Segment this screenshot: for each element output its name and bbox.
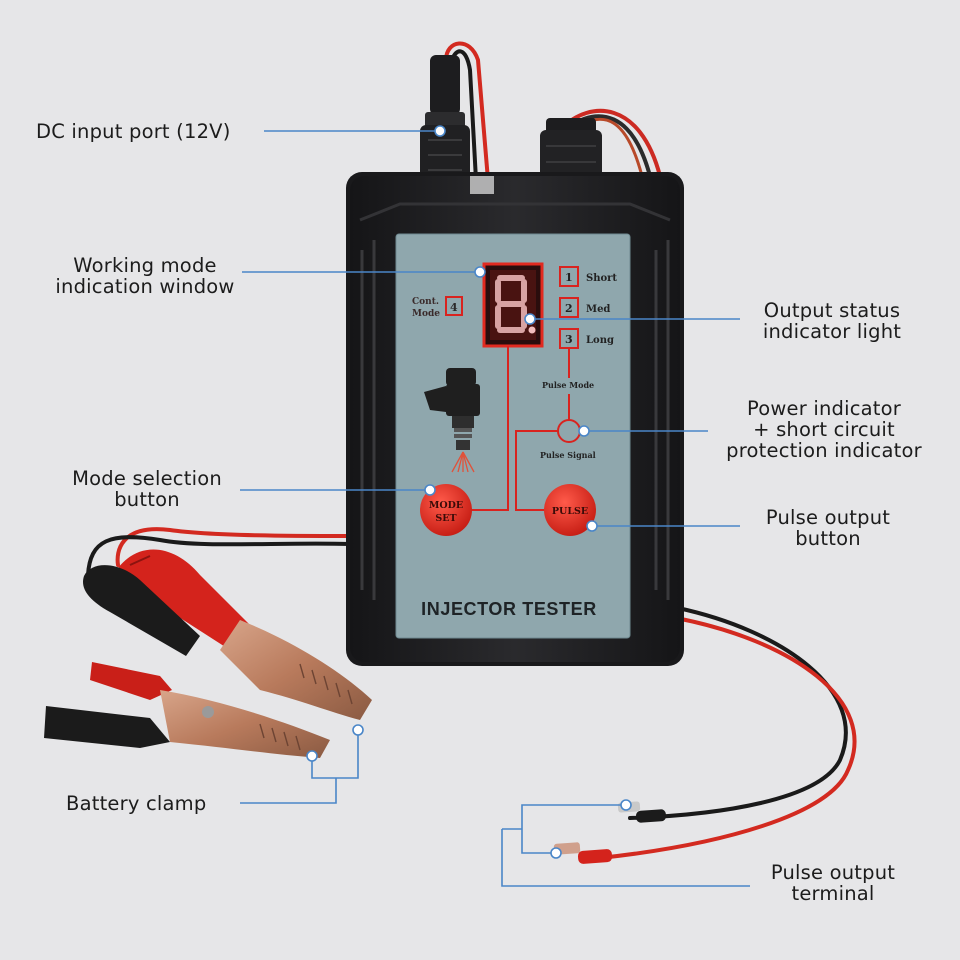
working-mode-display [482,262,544,348]
callout-text: Mode selection [72,467,222,490]
output-status-light-label: Output status indicator light [742,300,922,342]
callout-text: button [795,527,861,550]
battery-clamp-wires [86,527,352,577]
battery-clamp-label: Battery clamp [66,793,206,814]
front-panel [395,233,631,639]
injector-icon [424,368,480,473]
mode-label: Short [586,273,617,284]
seven-segment-digit [495,275,527,333]
spray-icon [451,451,475,473]
callout-lines [240,130,750,887]
pulse-button[interactable]: PULSE [544,484,596,536]
pulse-output-button-label: Pulse output button [740,507,916,549]
mode-set-button-label-line1: MODE [429,500,463,511]
power-indicator-label: Power indicator + short circuit protecti… [706,398,942,461]
dc-input-port-label: DC input port (12V) [36,121,231,142]
decimal-point [528,326,536,334]
pulse-button-label: PULSE [552,506,588,517]
working-mode-window-label: Working mode indication window [40,255,250,297]
brand-label: INJECTOR TESTER [421,599,597,619]
cont-mode-label-line1: Cont. [412,297,439,307]
mode-med: 2 Med [559,297,610,318]
callout-dots [306,125,632,859]
callout-text: DC input port (12V) [36,120,231,143]
callout-text: button [114,488,180,511]
callout-text: Pulse output [765,506,891,529]
mode-set-button[interactable]: MODE SET [420,484,472,536]
pulse-mode-label: Pulse Mode [542,380,594,390]
callout-text: Battery clamp [66,792,207,815]
pulse-signal-label: Pulse Signal [540,450,596,460]
callout-text: indicator light [762,320,902,343]
mode-set-button-label-line2: SET [435,513,456,524]
mode-label: Med [586,304,610,315]
mode-label: Long [586,335,614,346]
mode-number: 1 [565,271,573,284]
callout-text: protection indicator [726,439,922,462]
mode-number: 3 [565,333,573,346]
mode-selection-button-label: Mode selection button [52,468,242,510]
cont-mode-number: 4 [450,301,458,314]
cont-mode-label-line2: Mode [412,309,440,319]
dc-input-jack[interactable] [420,55,470,187]
callout-text: Working mode [73,254,217,277]
pulse-output-terminal-label: Pulse output terminal [752,862,914,904]
mode-short: 1 Short [559,266,617,287]
callout-text: Output status [763,299,901,322]
callout-text: + short circuit [753,418,895,441]
cont-mode-indicator: Cont. Mode 4 [412,296,463,319]
callout-text: Pulse output [770,861,896,884]
callout-text: indication window [55,275,235,298]
pulse-mode-list: 1 Short 2 Med 3 Long Pulse Mode [542,266,617,420]
pulse-output-wires [598,606,857,860]
mode-number: 2 [565,302,573,315]
callout-text: Power indicator [747,397,901,420]
panel-circuit-lines [468,346,558,511]
pulse-output-terminal-red [553,842,613,864]
battery-clamp-black [44,565,330,758]
battery-clamp-red [117,549,372,720]
callout-text: terminal [791,882,875,905]
